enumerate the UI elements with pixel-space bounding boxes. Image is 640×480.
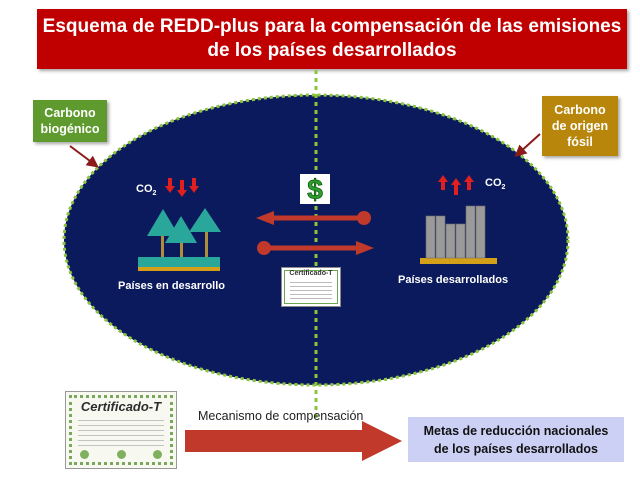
fossil-carbon-label: Carbono de origen fósil — [542, 96, 618, 156]
certificate-large-title: Certificado-T — [80, 399, 162, 414]
co2-label-right: CO2 — [485, 177, 506, 191]
biogenic-pointer-arrow — [69, 145, 99, 168]
certificate-small: Certificado-T — [281, 267, 341, 307]
co2-label-left: CO2 — [136, 183, 157, 197]
certificate-large-line — [78, 445, 164, 446]
forest-icon — [138, 208, 221, 271]
fossil-line-2: de origen — [551, 119, 609, 133]
biogenic-carbon-label: Carbono biogénico — [33, 100, 107, 142]
title-line-1: Esquema de REDD-plus para la compensació… — [42, 16, 622, 37]
certificate-large-line — [78, 420, 164, 421]
factory-icon — [420, 205, 497, 264]
certificate-large-line — [78, 440, 164, 441]
certificate-small-line — [290, 298, 332, 299]
biogenic-line-1: Carbono — [44, 106, 96, 120]
seal-icon — [117, 450, 126, 459]
svg-text:$: $ — [307, 174, 323, 205]
biogenic-line-2: biogénico — [40, 122, 100, 136]
certificate-small-line — [290, 282, 332, 283]
developed-countries-label: Países desarrollados — [398, 274, 508, 286]
certificate-small-line — [290, 290, 332, 291]
certificate-large-line — [78, 425, 164, 426]
certificate-small-line — [290, 294, 332, 295]
reduction-targets-box: Metas de reducción nacionales de los paí… — [408, 417, 624, 462]
seal-icon — [80, 450, 89, 459]
compensation-arrow — [185, 421, 402, 461]
target-line-1: Metas de reducción nacionales — [423, 423, 609, 438]
arrow-to-developed — [257, 241, 374, 255]
certificate-large-border — [69, 395, 173, 465]
co2-down-arrows-icon — [165, 178, 199, 197]
fossil-line-3: fósil — [567, 135, 593, 149]
certificate-large: Certificado-T — [65, 391, 177, 469]
certificate-small-line — [290, 286, 332, 287]
diagram-title: Esquema de REDD-plus para la compensació… — [37, 9, 627, 69]
co2-up-arrows-icon — [438, 175, 474, 195]
seal-icon — [153, 450, 162, 459]
title-line-2: de los países desarrollados — [207, 40, 457, 61]
certificate-small-title: Certificado-T — [289, 270, 333, 277]
certificate-large-line — [78, 435, 164, 436]
arrow-to-developing — [256, 211, 371, 225]
dollar-icon: $ — [300, 174, 330, 205]
target-line-2: de los países desarrollados — [434, 441, 598, 456]
compensation-mechanism-label: Mecanismo de compensación — [198, 409, 364, 423]
developing-countries-label: Países en desarrollo — [118, 280, 225, 292]
certificate-small-border — [284, 270, 338, 304]
certificate-large-line — [78, 430, 164, 431]
fossil-pointer-arrow — [514, 133, 541, 158]
fossil-line-1: Carbono — [554, 103, 606, 117]
